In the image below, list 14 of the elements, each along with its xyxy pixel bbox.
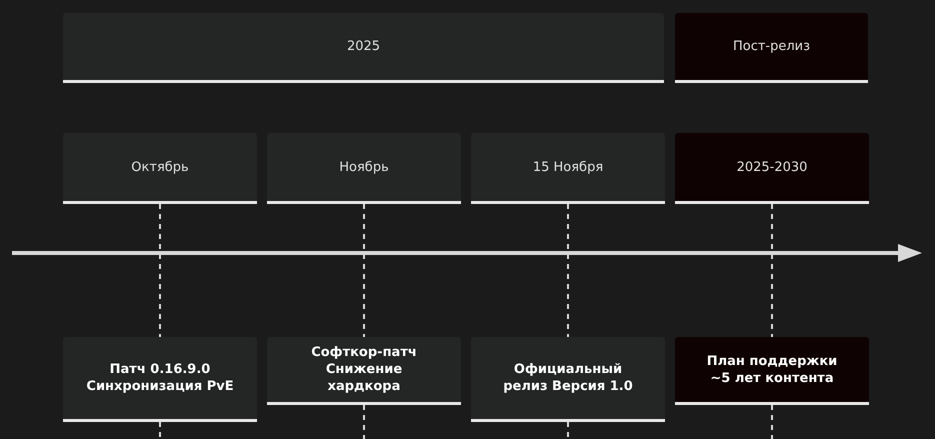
section-header: 2025 [63, 13, 664, 83]
dashed-connector [771, 204, 773, 337]
dashed-connector [567, 204, 569, 337]
section-header: Пост-релиз [675, 13, 868, 83]
period-box: 2025-2030 [675, 133, 869, 204]
dashed-connector [159, 204, 161, 337]
dashed-connector [363, 204, 365, 337]
event-box: Официальный релиз Версия 1.0 [471, 337, 665, 422]
period-box: Октябрь [63, 133, 257, 204]
event-box: Софткор-патч Снижение хардкора [267, 337, 461, 405]
period-box: 15 Ноября [471, 133, 665, 204]
event-box: План поддержки ~5 лет контента [675, 337, 869, 405]
period-box: Ноябрь [267, 133, 461, 204]
event-box: Патч 0.16.9.0 Синхронизация PvE [63, 337, 257, 422]
